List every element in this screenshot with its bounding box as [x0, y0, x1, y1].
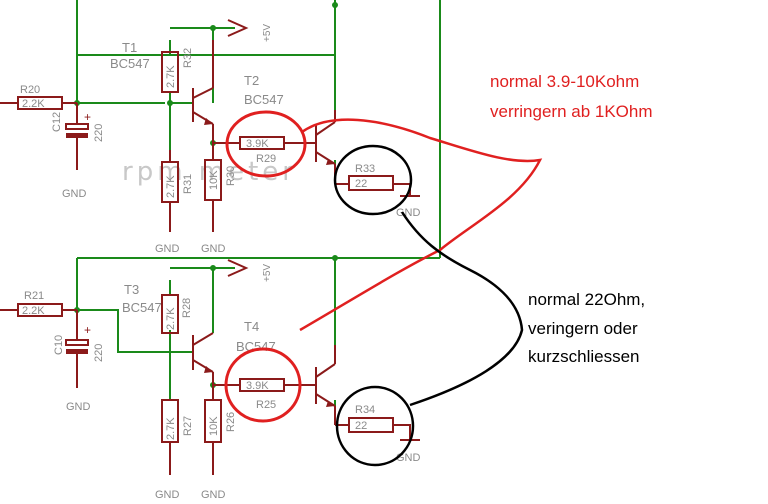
t2-type: BC547 [244, 92, 284, 107]
black-note-line2: veringern oder [528, 319, 638, 338]
r33-highlight [333, 144, 413, 216]
gnd-r30: GND [201, 243, 226, 255]
vcc-bottom: +5V [262, 264, 273, 282]
red-annotation-line [299, 118, 543, 332]
r29-value: 3.9K [246, 138, 269, 150]
r31-value: 2.7K [165, 175, 177, 198]
t3-type: BC547 [122, 300, 162, 315]
red-note-line2: verringern ab 1KOhm [490, 102, 653, 121]
c10-label: C10 [53, 335, 65, 355]
r28-label: R28 [181, 298, 193, 318]
svg-text:+: + [84, 323, 91, 337]
r25-label: R25 [256, 399, 276, 411]
gnd-r26: GND [201, 489, 226, 501]
r29-label: R29 [256, 153, 276, 165]
gnd-c12: GND [62, 188, 87, 200]
r34-highlight [335, 385, 415, 467]
r32-label: R32 [182, 48, 194, 68]
r34-value: 22 [355, 420, 367, 432]
watermark: rpm meter [122, 157, 297, 187]
gnd-r27: GND [155, 489, 180, 501]
gnd-r34: GND [396, 452, 421, 464]
r29-highlight [225, 110, 307, 178]
gnd-c10: GND [66, 401, 91, 413]
t3-label: T3 [124, 282, 139, 297]
r31-label: R31 [182, 174, 194, 194]
r30-value: 10K [208, 170, 220, 190]
r28-value: 2.7K [165, 307, 177, 330]
t4-type: BC547 [236, 339, 276, 354]
r26-value: 10K [208, 416, 220, 436]
gnd-r31: GND [155, 243, 180, 255]
c10-value: 220 [93, 344, 105, 362]
r21-label: R21 [24, 290, 44, 302]
t1-type: BC547 [110, 56, 150, 71]
c12-label: C12 [51, 112, 63, 132]
c12-value: 220 [93, 124, 105, 142]
r32-value: 2.7K [165, 65, 177, 88]
r34-label: R34 [355, 404, 375, 416]
r33-label: R33 [355, 163, 375, 175]
r25-highlight [224, 347, 302, 423]
bottom-circuit: R21 2.2K C10 220 + GND T3 BC547 2.7K R28… [0, 255, 440, 501]
r26-label: R26 [225, 412, 237, 432]
black-annotation-line [400, 211, 524, 407]
black-note-line3: kurzschliessen [528, 347, 640, 366]
r27-value: 2.7K [165, 417, 177, 440]
r21-value: 2.2K [22, 305, 45, 317]
black-note-line1: normal 22Ohm, [528, 290, 645, 309]
r20-value: 2.2K [22, 98, 45, 110]
r20-label: R20 [20, 84, 40, 96]
t2-label: T2 [244, 73, 259, 88]
red-note-line1: normal 3.9-10Kohm [490, 72, 639, 91]
t1-label: T1 [122, 40, 137, 55]
r33-value: 22 [355, 178, 367, 190]
r25-value: 3.9K [246, 380, 269, 392]
r30-label: R30 [225, 166, 237, 186]
t4-label: T4 [244, 319, 259, 334]
top-circuit: R20 2.2K C12 220 + GND T1 BC547 2.7K R32… [0, 0, 441, 258]
r27-label: R27 [182, 416, 194, 436]
svg-text:+: + [84, 110, 91, 124]
vcc-top: +5V [262, 24, 273, 42]
gnd-r33: GND [396, 207, 421, 219]
